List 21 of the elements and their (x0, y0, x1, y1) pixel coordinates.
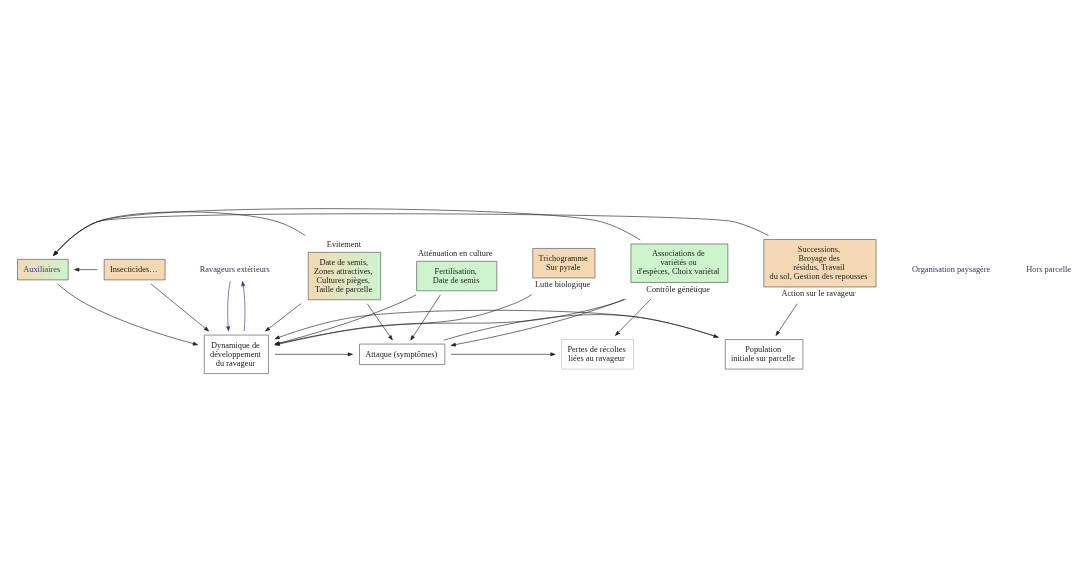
arrow (53, 211, 306, 256)
arrow (265, 302, 302, 332)
arrow (53, 213, 769, 256)
arrow (450, 351, 556, 356)
arrow (615, 298, 652, 336)
arrow (74, 267, 98, 272)
arrow (226, 280, 231, 331)
arrow (443, 313, 719, 341)
arrow (53, 207, 641, 256)
arrow (274, 309, 719, 339)
arrow (274, 293, 533, 346)
arrow (241, 280, 246, 331)
arrow (450, 298, 625, 346)
arrow (274, 298, 627, 345)
arrow (366, 302, 393, 340)
arrow (57, 283, 198, 345)
arrow (150, 283, 210, 331)
arrow (274, 351, 353, 356)
arrow (274, 293, 417, 345)
arrow (410, 294, 441, 340)
arrow (775, 302, 798, 336)
